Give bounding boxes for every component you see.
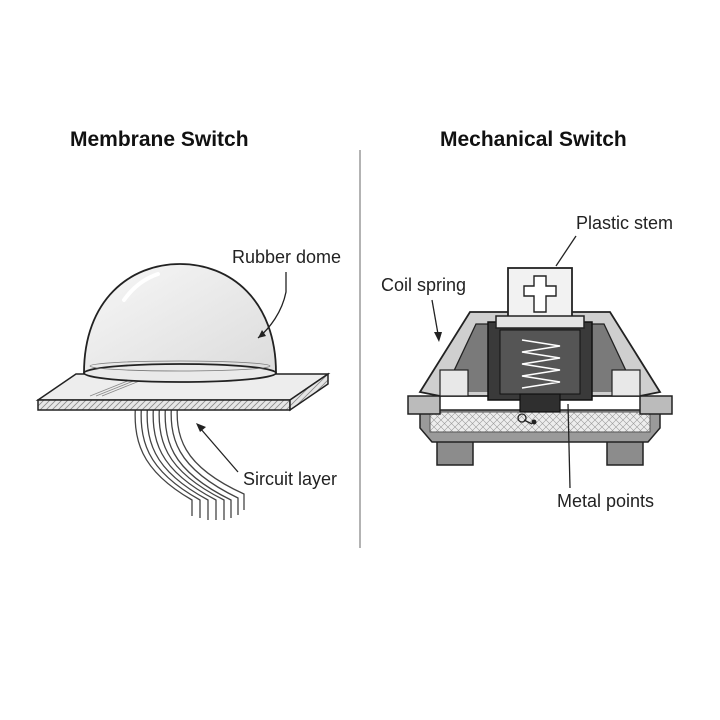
label-circuit-layer: Sircuit layer <box>243 469 338 489</box>
membrane-switch-illustration <box>35 263 331 520</box>
metal-points <box>517 413 537 425</box>
coil-spring <box>521 339 561 389</box>
right-flange <box>639 395 673 415</box>
stem-leader-line <box>555 235 577 267</box>
circuit-leader-line <box>199 427 239 473</box>
spring-arrow-icon <box>434 332 442 342</box>
hatched-base <box>429 411 651 433</box>
rubber-dome <box>83 263 277 383</box>
mechanical-switch-illustration <box>407 235 673 489</box>
mechanical-title: Mechanical Switch <box>440 128 627 151</box>
dome-arrow-icon <box>258 330 266 338</box>
plastic-stem <box>495 267 585 329</box>
circuit-wires <box>134 397 245 520</box>
label-metal-points: Metal points <box>557 491 655 511</box>
points-leader-line <box>567 403 571 489</box>
circuit-arrow-icon <box>196 423 206 432</box>
label-plastic-stem: Plastic stem <box>576 213 674 233</box>
left-flange <box>407 395 441 415</box>
label-coil-spring: Coil spring <box>381 275 467 295</box>
spring-leader-line <box>431 299 439 335</box>
label-rubber-dome: Rubber dome <box>232 247 342 267</box>
circuit-board <box>35 372 331 412</box>
membrane-title: Membrane Switch <box>70 128 249 151</box>
